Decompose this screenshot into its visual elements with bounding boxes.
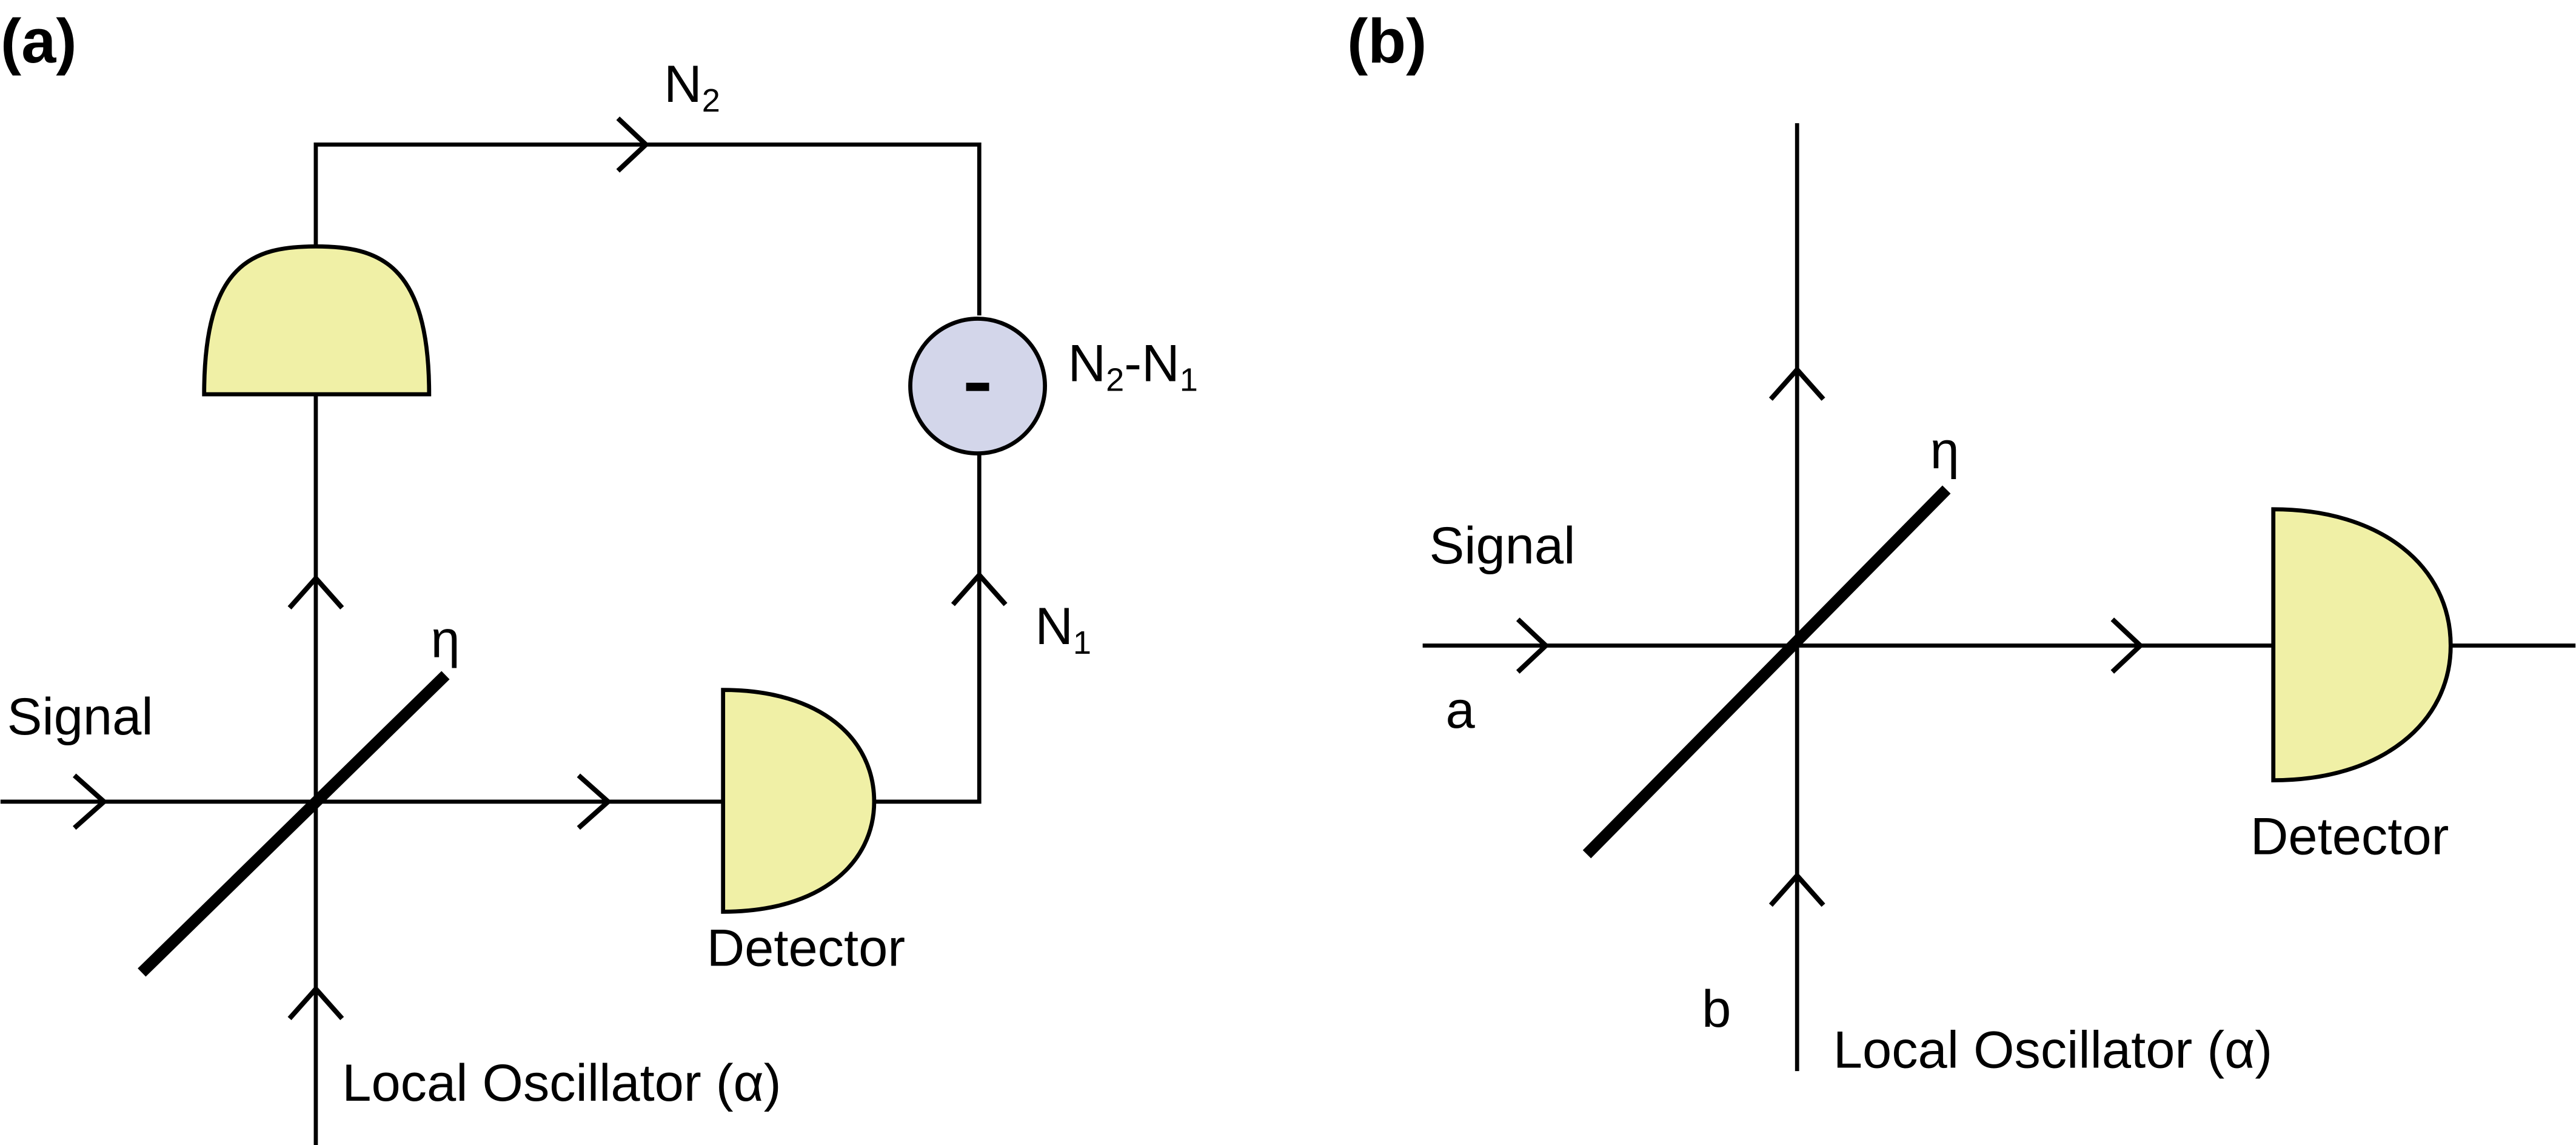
panel-b: (b) η Signal a b Local Oscillator (α) De… [1347,6,2576,1080]
detector-top [202,244,432,397]
eta-label: η [1930,421,1959,480]
b-label: b [1702,980,1731,1038]
panel-a-label: (a) [1,6,77,76]
arrow-icon [616,116,650,173]
signal-label: Signal [1429,517,1575,575]
arrow-icon [287,985,344,1021]
detector-label: Detector [2250,808,2449,866]
arrow-icon [1768,366,1825,401]
signal-label: Signal [7,688,153,746]
eta-label: η [431,611,460,669]
panel-b-label: (b) [1347,6,1427,76]
arrow-icon [577,773,612,830]
local-oscillator-label: Local Oscillator (α) [1833,1021,2272,1080]
arrow-icon [287,574,344,609]
detector [2271,507,2453,783]
minus-icon [966,383,989,391]
arrow-icon [73,773,108,830]
arrow-icon [2110,617,2144,674]
a-label: a [1446,681,1476,739]
arrow-icon [1768,871,1825,907]
local-oscillator-label: Local Oscillator (α) [342,1054,781,1112]
arrow-icon [1516,617,1550,674]
detector-right [721,688,877,914]
panel-a: (a) η Signal Local Oscillator (α) N2 N2-… [1,6,1198,1145]
beam-splitter [138,671,450,977]
beam-splitter [1582,485,1951,859]
arrow-icon [951,571,1008,606]
detector-label: Detector [707,919,906,978]
difference-label: N2-N1 [1068,334,1198,398]
n2-label: N2 [664,55,720,119]
n1-label: N1 [1035,597,1091,661]
